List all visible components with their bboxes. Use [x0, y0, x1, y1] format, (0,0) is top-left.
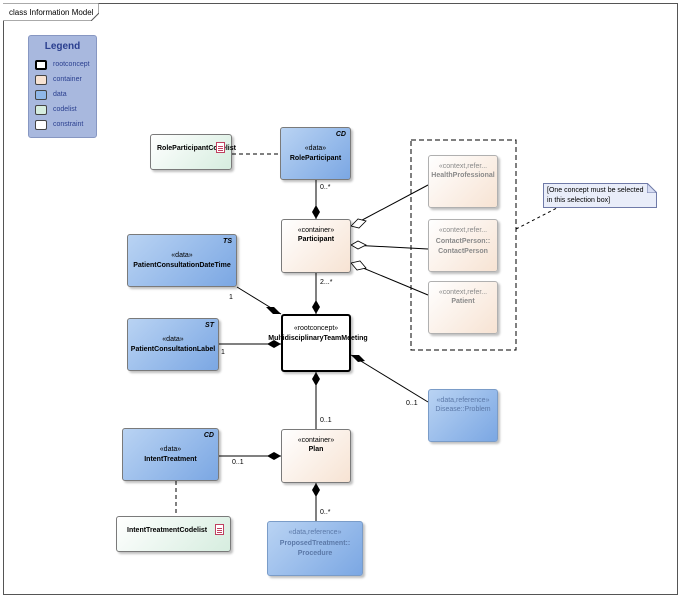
- legend-swatch-constraint: [35, 120, 47, 130]
- legend-item: data: [35, 90, 95, 102]
- legend-label: data: [53, 91, 67, 98]
- node-stereotype: «data»: [162, 336, 184, 343]
- patient-consultation-label-box[interactable]: ST «data» PatientConsultationLabel: [127, 318, 219, 371]
- node-stereotype: «context,refer...: [438, 227, 488, 234]
- legend-label: codelist: [53, 106, 77, 113]
- intent-treatment-box[interactable]: CD «data» IntentTreatment: [122, 428, 219, 481]
- legend-item: constraint: [35, 120, 95, 132]
- frame-title-tab: class Information Model: [3, 3, 99, 21]
- node-name: Participant: [297, 236, 335, 243]
- composition-diamond: [267, 340, 281, 348]
- node-stereotype: «data,reference»: [288, 529, 342, 536]
- composition-diamond: [266, 307, 281, 314]
- node-name: RoleParticipant: [289, 155, 342, 162]
- document-icon: [215, 524, 224, 535]
- health-professional-box[interactable]: «context,refer... HealthProfessional: [428, 155, 498, 208]
- multiplicity-label: 0..1: [320, 417, 332, 424]
- multiplicity-label: 0..*: [320, 509, 331, 516]
- legend-label: rootconcept: [53, 61, 90, 68]
- datatype-tag: CD: [335, 131, 346, 138]
- composition-diamond: [312, 372, 320, 386]
- node-name: Disease::Problem: [435, 406, 491, 413]
- note-link: [515, 207, 558, 230]
- frame-title: class Information Model: [9, 8, 94, 17]
- legend: Legend rootconcept container data codeli…: [28, 35, 97, 138]
- composition-diamond: [312, 483, 320, 497]
- composition-diamond: [312, 300, 320, 314]
- proposed-treatment-box[interactable]: «data,reference» ProposedTreatment:: Pro…: [267, 521, 363, 576]
- multiplicity-label: 0..1: [406, 400, 418, 407]
- node-name: PatientConsultationDateTime: [133, 262, 231, 269]
- intent-treatment-codelist-box[interactable]: IntentTreatmentCodelist: [116, 516, 231, 552]
- multiplicity-label: 2...*: [320, 279, 333, 286]
- legend-item: codelist: [35, 105, 95, 117]
- constraint-note[interactable]: [One concept must be selected in this se…: [543, 183, 657, 208]
- node-stereotype: «data»: [304, 145, 327, 152]
- patient-consultation-datetime-box[interactable]: TS «data» PatientConsultationDateTime: [127, 234, 237, 287]
- note-fold-icon: [647, 183, 657, 193]
- patient-box[interactable]: «context,refer... Patient: [428, 281, 498, 334]
- node-name: MultidisciplinaryTeamMeeting: [268, 335, 368, 342]
- participant-healthprofessional-link: [350, 184, 429, 227]
- aggregation-diamond: [350, 218, 367, 229]
- node-stereotype: «context,refer...: [438, 289, 488, 296]
- node-name: IntentTreatment: [144, 456, 197, 463]
- composition-diamond: [267, 452, 281, 460]
- disease-problem-box[interactable]: «data,reference» Disease::Problem: [428, 389, 498, 442]
- contact-person-box[interactable]: «context,refer... ContactPerson:: Contac…: [428, 219, 498, 272]
- mdt-disease-link: [350, 354, 429, 403]
- role-participant-codelist-box[interactable]: RoleParticipantCodelist: [150, 134, 236, 170]
- node-stereotype: «data,reference»: [436, 397, 490, 404]
- legend-label: container: [53, 76, 82, 83]
- node-name: HealthProfessional: [431, 172, 495, 179]
- multiplicity-label: 1: [221, 349, 225, 356]
- multiplicity-label: 0..1: [232, 459, 244, 466]
- selection-box: [410, 139, 517, 351]
- legend-item: container: [35, 75, 95, 87]
- node-stereotype: «data»: [171, 252, 193, 259]
- node-name: Plan: [308, 446, 324, 453]
- multiplicity-label: 0..*: [320, 184, 331, 191]
- composition-diamond: [351, 355, 365, 362]
- node-name: PatientConsultationLabel: [130, 346, 216, 353]
- document-icon: [216, 142, 225, 153]
- node-stereotype: «container»: [297, 437, 335, 444]
- legend-swatch-rootconcept: [35, 60, 47, 70]
- legend-label: constraint: [53, 121, 84, 128]
- participant-box[interactable]: «container» Participant: [281, 219, 351, 273]
- datatype-tag: CD: [203, 432, 214, 439]
- node-stereotype: «rootconcept»: [293, 325, 339, 332]
- legend-item: rootconcept: [35, 60, 95, 72]
- note-text: [One concept must be selected in this se…: [547, 187, 644, 204]
- node-name: ProposedTreatment::: [279, 540, 351, 547]
- node-stereotype: «data»: [159, 446, 182, 453]
- multiplicity-label: 1: [229, 294, 233, 301]
- composition-diamond: [312, 205, 320, 219]
- aggregation-diamond: [350, 240, 367, 250]
- node-name: RoleParticipantCodelist: [157, 145, 236, 152]
- legend-swatch-codelist: [35, 105, 47, 115]
- node-name: IntentTreatmentCodelist: [127, 527, 208, 534]
- datatype-tag: TS: [223, 238, 232, 245]
- legend-swatch-container: [35, 75, 47, 85]
- legend-swatch-data: [35, 90, 47, 100]
- mdt-meeting-box[interactable]: «rootconcept» MultidisciplinaryTeamMeeti…: [268, 314, 368, 372]
- node-name: Procedure: [297, 550, 333, 557]
- plan-box[interactable]: «container» Plan: [281, 429, 351, 483]
- legend-title: Legend: [44, 41, 81, 52]
- aggregation-diamond: [350, 260, 367, 271]
- node-name: ContactPerson::: [435, 238, 491, 245]
- node-name: Patient: [451, 298, 475, 305]
- node-name: ContactPerson: [438, 248, 488, 255]
- datatype-tag: ST: [205, 322, 214, 329]
- node-stereotype: «container»: [297, 227, 335, 234]
- diagram-frame: [3, 3, 678, 595]
- node-stereotype: «context,refer...: [438, 163, 488, 170]
- role-participant-box[interactable]: CD «data» RoleParticipant: [280, 127, 351, 180]
